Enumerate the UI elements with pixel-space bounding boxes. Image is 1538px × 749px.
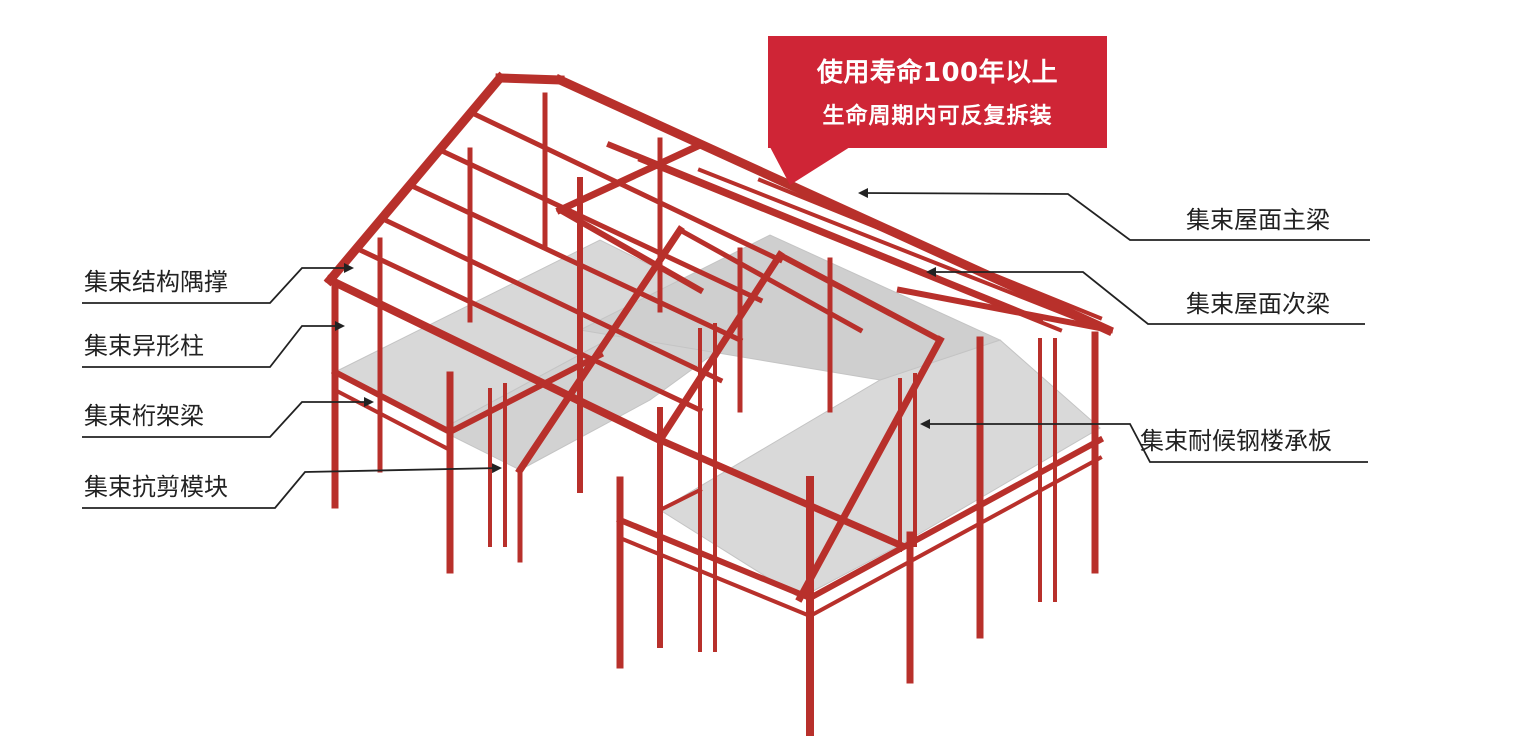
lifespan-callout: 使用寿命100年以上 生命周期内可反复拆装: [768, 36, 1107, 148]
label-special-column: 集束异形柱: [84, 332, 204, 360]
label-roof-main-beam: 集束屋面主梁: [1186, 206, 1330, 234]
label-truss-beam: 集束桁架梁: [84, 402, 204, 430]
floor-slabs: [333, 234, 1101, 599]
label-corner-brace: 集束结构隅撑: [84, 268, 228, 296]
label-shear-module: 集束抗剪模块: [84, 473, 228, 501]
callout-line-2: 生命周期内可反复拆装: [822, 104, 1053, 129]
leader-lines: [82, 188, 1370, 509]
steel-frame: [323, 71, 1114, 736]
label-roof-secondary-beam: 集束屋面次梁: [1186, 290, 1330, 318]
callout-line-1: 使用寿命100年以上: [816, 58, 1059, 88]
callout-tail: [770, 147, 850, 185]
label-floor-deck: 集束耐候钢楼承板: [1140, 427, 1332, 455]
